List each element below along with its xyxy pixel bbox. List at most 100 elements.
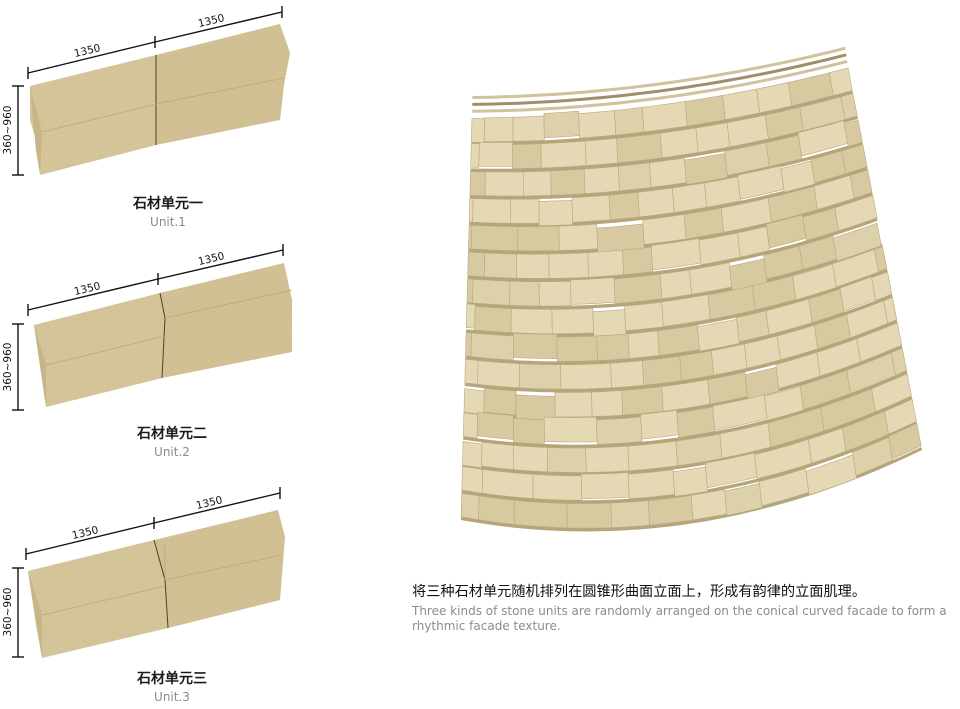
facade-stone-block [481,441,514,470]
facade-stone-block [672,182,708,213]
stone-unit-2-title: 石材单元二 [136,425,207,442]
facade-stone-block [465,332,472,357]
facade-stone-block [543,110,580,139]
facade-stone-block [513,417,545,445]
facade-stone-block [546,447,587,473]
facade-stone-block [871,271,893,301]
facade-stone-block [538,199,574,227]
facade-stone-block [697,318,740,352]
facade-stone-block [888,422,922,460]
facade-stone-block [519,363,562,390]
facade-stone-block [624,301,664,332]
facade-stone-block [460,492,480,521]
facade-top-edge [472,46,846,99]
facade-stone-block [463,388,485,416]
stone-unit-3: 1350 1350 360~960 石材单元三 Unit.3 [2,487,285,704]
facade-course [460,422,922,532]
facade-course-shadow [469,141,863,200]
facade-stone-block [642,355,682,386]
facade-stone-block [647,494,694,526]
facade-stone-block [470,143,480,168]
facade-stone-block [462,441,483,469]
facade-stone-block [852,436,894,476]
facade-stone-block [780,160,816,193]
facade-stone-block [512,445,548,473]
facade-stone-block [560,362,612,390]
stone-unit-1-height-range: 360~960 [2,106,14,155]
facade-stone-block [550,168,586,196]
facade-stone-block [834,194,878,232]
facade-stone-block [627,440,678,472]
facade-stone-block [805,454,857,496]
stone-unit-2-length-b: 1350 [197,250,226,268]
stone-unit-3-subtitle: Unit.3 [154,690,190,704]
facade-stone-block [591,390,624,417]
facade-stone-block [765,134,803,167]
facade-stone-block [613,273,663,304]
facade-stone-block [474,305,512,333]
stone-unit-1-length-a: 1350 [73,42,102,60]
stone-unit-2-height-range: 360~960 [2,343,14,392]
facade-stone-block [538,280,572,307]
stone-unit-1-title: 石材单元一 [132,195,203,212]
facade-stone-block [792,263,837,301]
facade-course [470,93,858,172]
facade-course [465,271,893,365]
facade-top-edge [472,59,848,113]
facade-stone-block [462,412,478,439]
conical-facade-render [460,46,922,532]
facade-stone-block [637,187,675,218]
facade-top-edge [472,53,847,106]
facade-stone-block [617,162,652,192]
facade-course [462,347,908,448]
facade-stone-block [466,278,474,304]
facade-stone-block [470,332,514,361]
stone-unit-2: 1350 1350 360~960 石材单元二 Unit.2 [2,244,293,459]
facade-course [467,194,878,282]
facade-stone-block [737,226,770,258]
facade-stone-block [566,502,613,529]
facade-stone-block [659,269,692,300]
facade-stone-block [483,252,517,279]
facade-stone-block [513,332,558,360]
facade-stone-block [808,288,845,323]
facade-stone-block [610,500,651,528]
facade-stone-block [558,223,599,251]
facade-stone-block [584,137,619,166]
facade-stone-block [884,398,917,435]
stone-unit-2-drawing [34,263,293,407]
facade-stone-block [532,473,583,501]
stone-unit-2-subtitle: Unit.2 [154,445,190,459]
facade-stone-block [472,198,511,224]
facade-stone-block [580,472,630,500]
facade-course-shadow [468,192,873,255]
facade-stone-block [614,106,645,136]
facade-stone-block [764,385,804,421]
facade-stone-block [616,132,663,164]
facade-stone-block [849,169,873,199]
facade-stone-block [874,245,888,273]
facade-course-shadow [469,166,868,227]
facade-stone-block [551,307,595,334]
facade-stone-block [461,466,484,494]
facade-course [468,144,868,227]
facade-stone-block [649,157,687,188]
caption-chinese: 将三种石材单元随机排列在圆锥形曲面立面上，形成有韵律的立面肌理。 [412,584,867,600]
facade-stone-block [476,411,514,440]
facade-course [468,169,873,255]
facade-stone-block [517,225,560,252]
facade-course [469,119,863,200]
facade-stone-block [472,278,511,306]
facade-stone-block [516,253,550,279]
facade-stone-block [883,296,898,324]
facade-course [465,245,888,337]
facade-stone-block [543,416,598,443]
stone-unit-1: 1350 1350 360~960 石材单元一 Unit.1 [2,6,290,229]
facade-stone-block [483,387,517,416]
facade-stone-block [571,194,611,223]
caption: 将三种石材单元随机排列在圆锥形曲面立面上，形成有韵律的立面肌理。 Three k… [412,583,960,633]
facade-course [464,296,898,393]
facade-stone-block [484,171,524,197]
facade-stone-block [465,303,476,329]
